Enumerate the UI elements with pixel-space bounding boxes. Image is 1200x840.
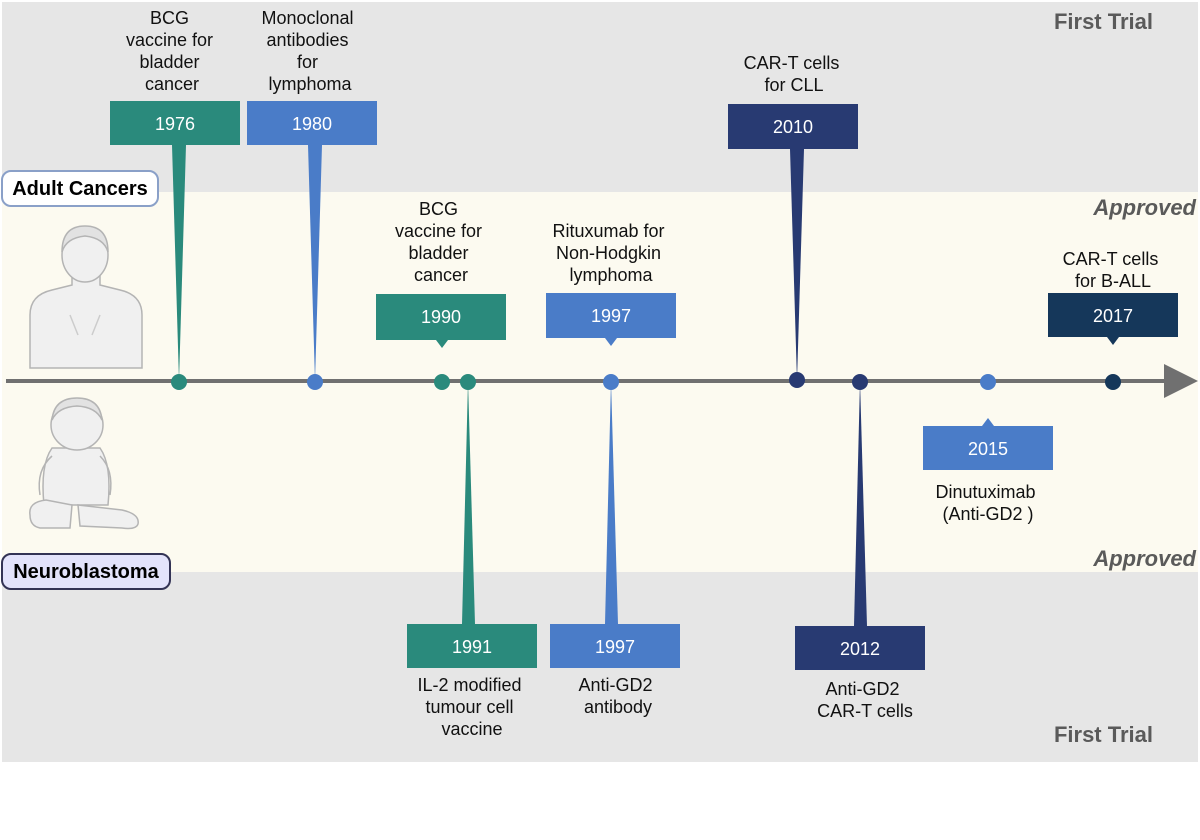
desc-1990: BCG vaccine for bladder cancer [395, 199, 487, 285]
pointer-1991 [462, 381, 475, 624]
baby-figure-icon [29, 397, 139, 530]
neuroblastoma-label: Neuroblastoma [13, 561, 159, 583]
year-1997-approved: 1997 [591, 306, 631, 326]
year-1976: 1976 [155, 114, 195, 134]
year-2015: 2015 [968, 439, 1008, 459]
year-box-2010: 2010 [728, 104, 858, 149]
dot-1997 [603, 374, 619, 390]
year-box-2015: 2015 [923, 426, 1053, 470]
year-2012: 2012 [840, 639, 880, 659]
adult-cancers-label: Adult Cancers [12, 178, 148, 200]
desc-2015: Dinutuximab (Anti-GD2 ) [935, 482, 1040, 524]
dot-1991 [460, 374, 476, 390]
pointers [172, 145, 1119, 626]
year-box-1997-approved: 1997 [546, 293, 676, 338]
first-trial-band-top [2, 2, 1198, 192]
pointer-2017 [1107, 337, 1119, 345]
year-box-1980: 1980 [247, 101, 377, 145]
adult-figure-icon [29, 225, 143, 369]
pointer-1990 [436, 340, 448, 348]
desc-1980: Monoclonal antibodies for lymphoma [261, 8, 358, 94]
year-2010: 2010 [773, 117, 813, 137]
year-1997-trial: 1997 [595, 637, 635, 657]
desc-2012: Anti-GD2 CAR-T cells [817, 679, 913, 721]
first-trial-label-top: First Trial [1054, 9, 1153, 34]
desc-1976: BCG vaccine for bladder cancer [126, 8, 218, 94]
adult-cancers-tag: Adult Cancers [1, 170, 159, 207]
pointer-2012 [854, 381, 867, 626]
neuroblastoma-tag: Neuroblastoma [1, 553, 171, 590]
pointer-2015 [982, 418, 994, 426]
timeline-dots [171, 372, 1121, 390]
dot-1980 [307, 374, 323, 390]
year-1980: 1980 [292, 114, 332, 134]
year-box-1997-trial: 1997 [550, 624, 680, 668]
desc-2010: CAR-T cells for CLL [744, 53, 845, 95]
dot-2017 [1105, 374, 1121, 390]
desc-2017: CAR-T cells for B-ALL [1063, 249, 1164, 291]
dot-2012 [852, 374, 868, 390]
year-box-1991: 1991 [407, 624, 537, 668]
pointer-1980 [308, 145, 322, 381]
year-box-2017: 2017 [1048, 293, 1178, 337]
timeline-arrowhead [1164, 364, 1198, 398]
year-box-2012: 2012 [795, 626, 925, 670]
pointer-1976 [172, 145, 186, 381]
approved-label-bottom: Approved [1092, 546, 1196, 571]
approved-label-top: Approved [1092, 195, 1196, 220]
year-2017: 2017 [1093, 306, 1133, 326]
pointer-1997a [605, 338, 617, 346]
year-box-1976: 1976 [110, 101, 240, 145]
dot-1990 [434, 374, 450, 390]
year-1990: 1990 [421, 307, 461, 327]
desc-1991: IL-2 modified tumour cell vaccine [417, 675, 526, 739]
pointer-2010 [790, 149, 804, 381]
pointer-1997b [605, 381, 618, 624]
dot-2010 [789, 372, 805, 388]
year-1991: 1991 [452, 637, 492, 657]
first-trial-label-bottom: First Trial [1054, 722, 1153, 747]
desc-1997-approved: Rituxumab for Non-Hodgkin lymphoma [552, 221, 669, 285]
dot-1976 [171, 374, 187, 390]
year-box-1990: 1990 [376, 294, 506, 340]
dot-2015 [980, 374, 996, 390]
desc-1997-trial: Anti-GD2 antibody [578, 675, 657, 717]
